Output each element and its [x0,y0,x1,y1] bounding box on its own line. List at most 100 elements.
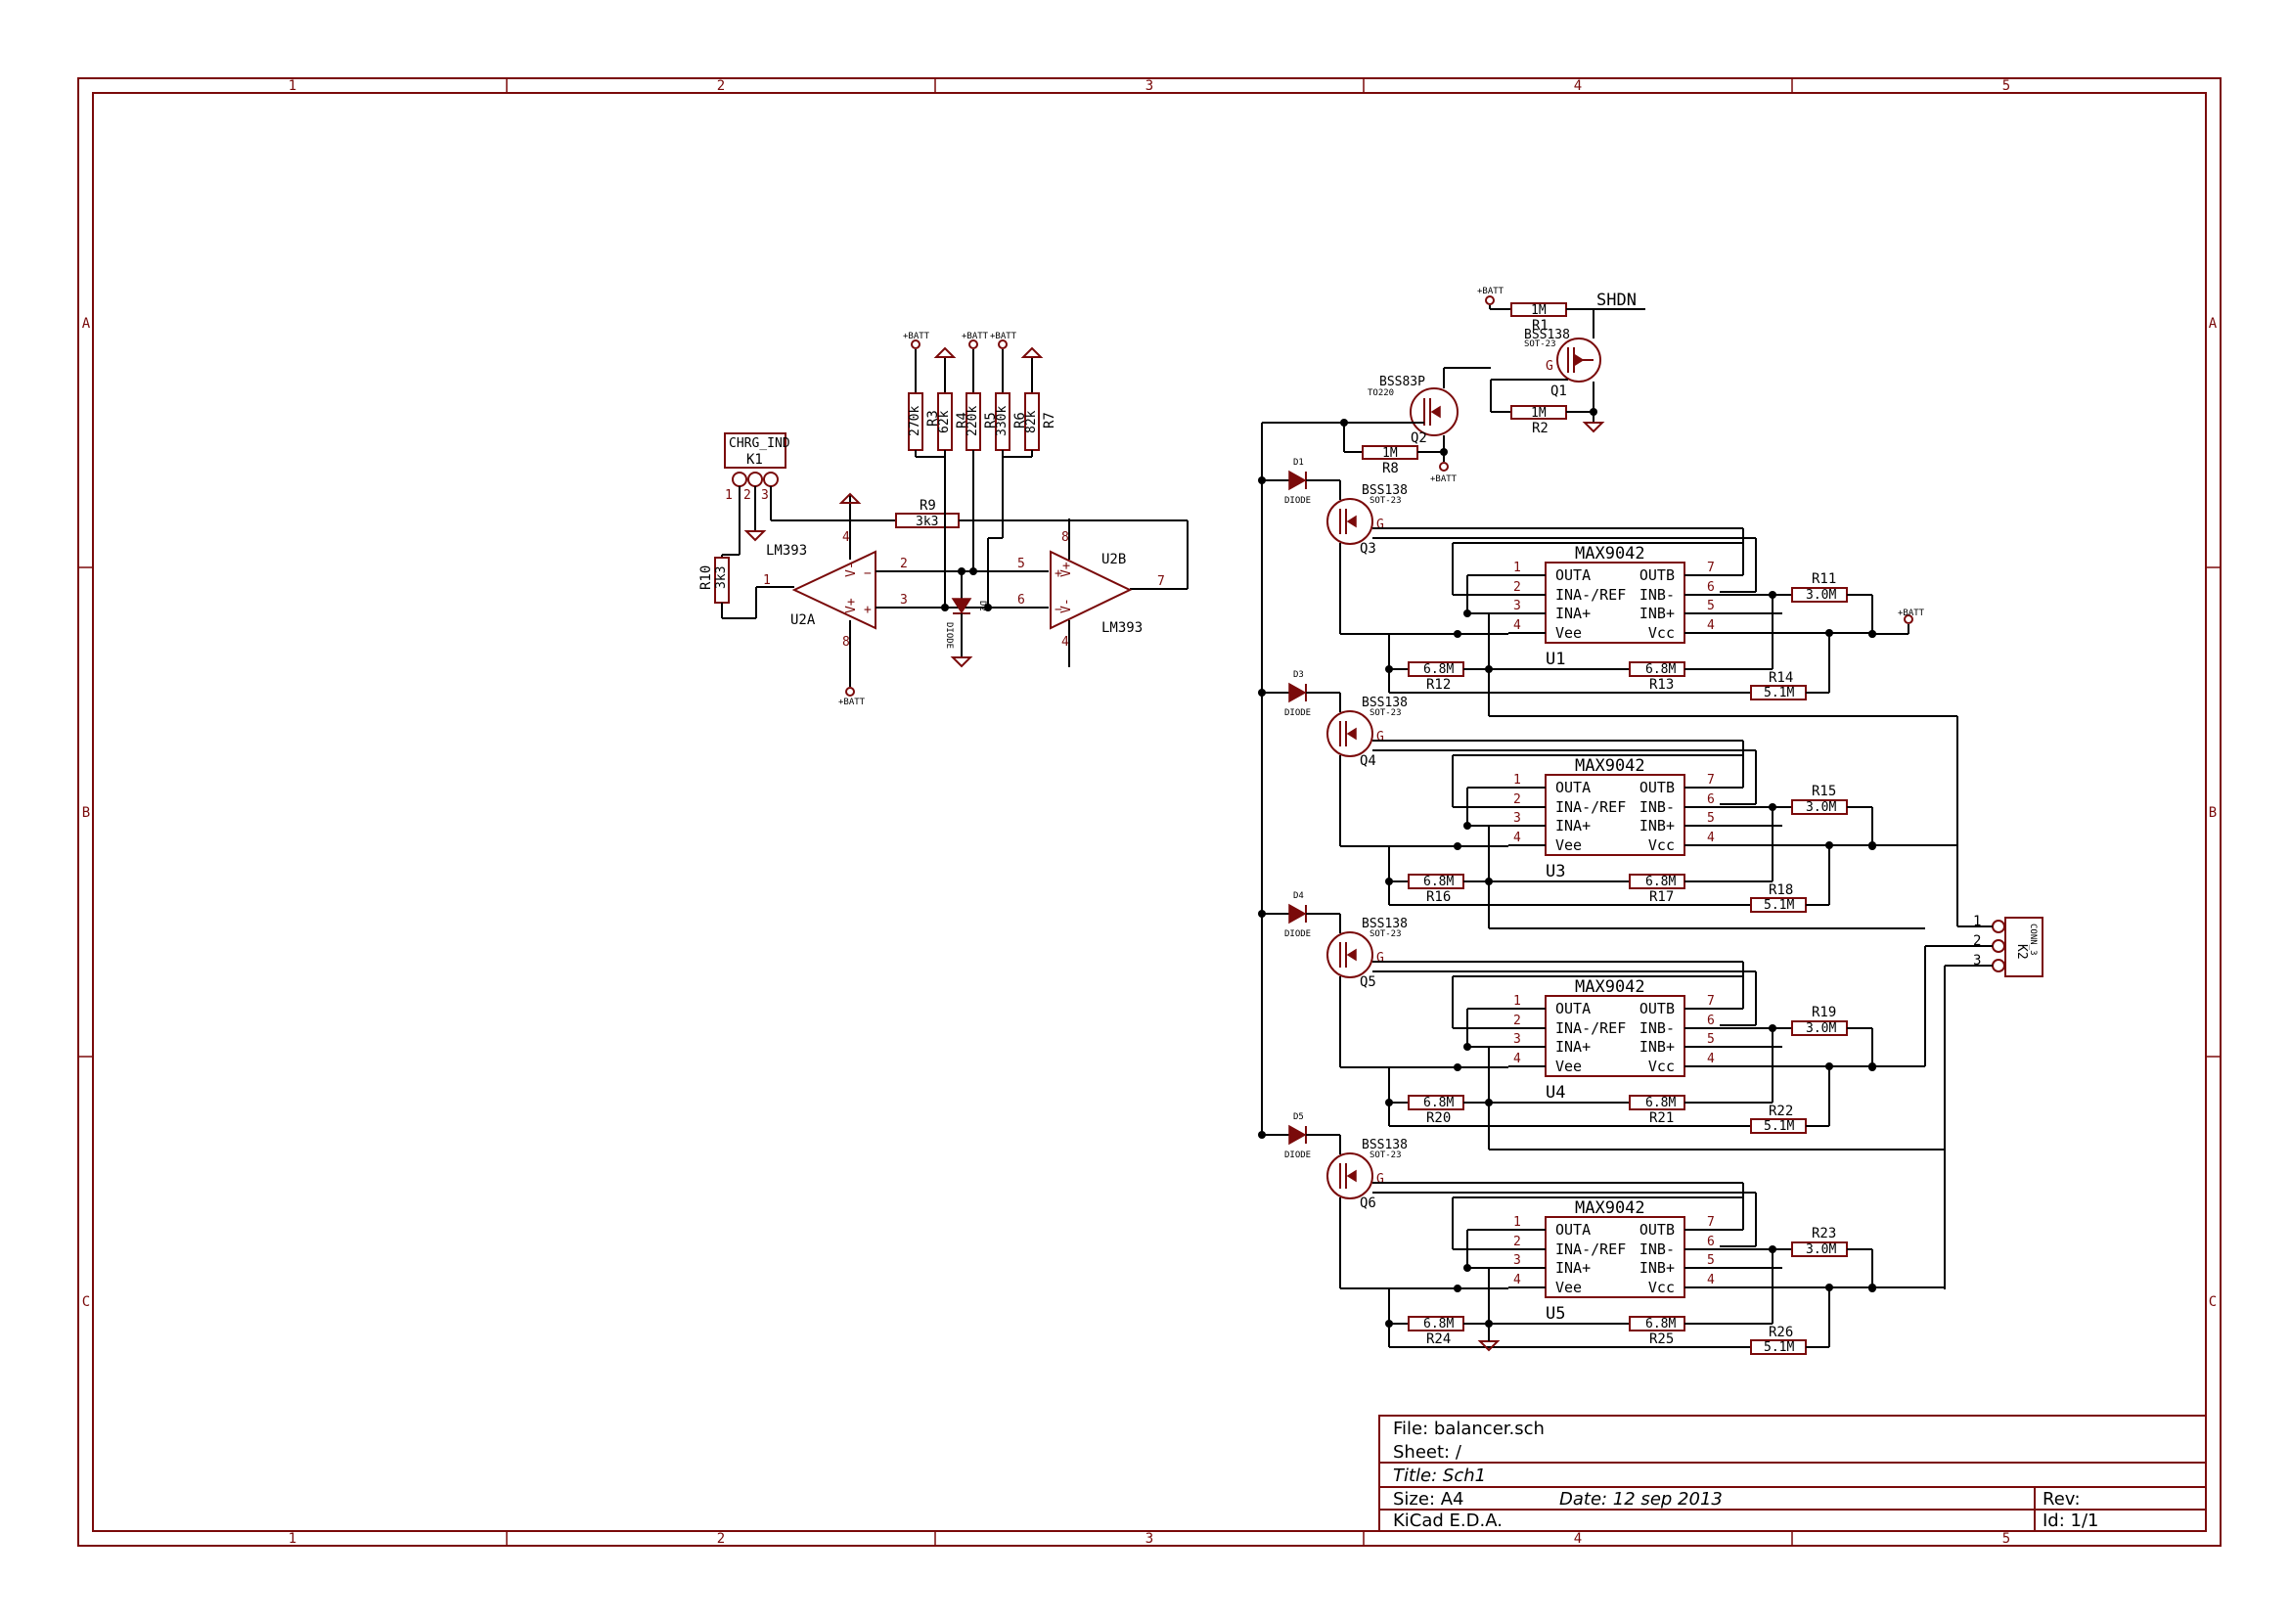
ic-pin-right-1-3: OUTB [1639,1000,1675,1017]
batt-label-r5: +BATT [962,332,989,341]
q-pkg-3: SOT-23 [1370,929,1402,939]
q-pkg-1: SOT-23 [1370,496,1402,506]
tb-rev: Rev: [2043,1489,2081,1510]
ic-value-4: MAX9042 [1575,1198,1645,1218]
r10-ref: R10 [698,565,714,590]
r9-ref: R9 [920,498,936,514]
ic-ref-1: U1 [1546,650,1565,669]
ra-ref-3: R19 [1812,1005,1836,1020]
u2a-pin-2: 2 [900,557,908,571]
batt-port-r1 [1485,295,1495,305]
diode-value-3: DIODE [1284,929,1311,939]
diode-ref-1: D1 [1293,458,1304,468]
r9-value: 3k3 [916,515,938,529]
diode-d1 [1288,470,1307,491]
q-part-1: BSS138 [1362,483,1408,498]
row-label-b: B [82,805,90,821]
ra-ref-4: R23 [1812,1226,1836,1241]
ic-pin-right-3-2: INB+ [1639,817,1675,835]
diode-ref-2: D3 [1293,670,1304,680]
r2-ref: R2 [1532,421,1549,436]
rm-value-2: 6.8M [1645,875,1676,889]
k2-ref: K2 [2014,944,2029,960]
rl-value-4: 6.8M [1423,1317,1454,1331]
ground-symbol-k1 [743,530,767,542]
row-label-c-right: C [2209,1294,2217,1310]
power-switch-section: +BATT 1M R1 SHDN BSS138 SOT-23 Q1 G 1M R… [1261,287,1645,1135]
rm-value-3: 6.8M [1645,1096,1676,1110]
net-shdn: SHDN [1596,291,1637,310]
col-label-4: 4 [1574,78,1582,94]
mosfet-q6 [1326,1152,1373,1199]
ground-symbol-d2 [950,656,973,668]
q1-pkg: SOT-23 [1524,339,1556,349]
q-pin-g-4: G [1376,1172,1384,1187]
rb-value-2: 5.1M [1764,898,1794,913]
rb-value-4: 5.1M [1764,1340,1794,1355]
u2b-minus: − [1055,603,1062,617]
rl-ref-4: R24 [1426,1331,1451,1347]
ic-pin-num-l-3-4: 3 [1513,1253,1521,1268]
r8-value: 1M [1382,446,1398,461]
r1-ref: R1 [1532,318,1549,334]
ic-pin-left-4-2: Vee [1555,836,1582,854]
ra-ref-2: R15 [1812,784,1836,799]
u2b-ref: U2B [1101,552,1126,567]
q2-part: BSS83P [1379,375,1425,389]
rl-ref-1: R12 [1426,677,1451,693]
k2-pin-2: 2 [1973,933,1981,949]
u2a-pin-4: 4 [842,530,850,545]
ra-value-2: 3.0M [1806,800,1836,815]
batt-label-q2: +BATT [1430,474,1458,484]
connector-k2 [2004,917,2043,977]
ic-pin-num-r-3-4: 5 [1707,1253,1715,1268]
k1-pin-1: 1 [725,488,733,503]
batt-label-r3: +BATT [903,332,930,341]
batt-label-r6: +BATT [990,332,1017,341]
ic-pin-right-1-1: OUTB [1639,566,1675,584]
row-label-c: C [82,1294,90,1310]
u2b-value: LM393 [1101,620,1143,636]
ic-pin-num-l-1-2: 1 [1513,773,1521,788]
q-ref-3: Q5 [1360,974,1376,990]
rl-ref-2: R16 [1426,889,1451,905]
batt-port-q2 [1439,462,1449,472]
k1-pin-2: 2 [743,488,751,503]
q-pin-g-1: G [1376,518,1384,532]
ic-pin-left-2-4: INA-/REF [1555,1241,1626,1258]
tb-tool: KiCad E.D.A. [1393,1511,1503,1531]
col-label-1: 1 [289,78,296,94]
r1-value: 1M [1531,303,1547,318]
rl-value-1: 6.8M [1423,662,1454,677]
ground-symbol-stage4 [1477,1340,1501,1352]
diode-ref-3: D4 [1293,891,1304,901]
ic-pin-num-r-3-1: 5 [1707,599,1715,613]
rb-ref-1: R14 [1769,670,1793,686]
ic-pin-right-3-3: INB+ [1639,1038,1675,1056]
ic-pin-left-2-2: INA-/REF [1555,798,1626,816]
tb-sheet: Sheet: / [1393,1442,1462,1463]
u2a-pin-1: 1 [763,573,771,588]
ic-pin-num-r-1-4: 7 [1707,1215,1715,1230]
ra-value-1: 3.0M [1806,588,1836,603]
ic-pin-right-2-2: INB- [1639,798,1675,816]
r3-value: 270k [908,406,922,436]
col-label-5-bottom: 5 [2002,1531,2010,1547]
q2-ref: Q2 [1411,430,1427,446]
k1-value: CHRG_IND [729,436,790,451]
ic-pin-num-l-3-1: 3 [1513,599,1521,613]
ic-pin-left-2-3: INA-/REF [1555,1019,1626,1037]
ra-ref-1: R11 [1812,571,1836,587]
rm-ref-1: R13 [1649,677,1674,693]
connector-k2-group: K2 CONN_3 1 2 3 +BATT [1868,609,2043,1289]
q1-pin-g: G [1546,359,1553,374]
ic-pin-left-1-1: OUTA [1555,566,1591,584]
u2a-ref: U2A [790,612,816,628]
ic-pin-num-l-4-1: 4 [1513,618,1521,633]
drawing-frame: 1 2 3 4 5 1 2 3 4 5 A B C A B C [77,77,2222,1547]
k1-ref: K1 [746,452,763,468]
ic-ref-4: U5 [1546,1304,1565,1324]
